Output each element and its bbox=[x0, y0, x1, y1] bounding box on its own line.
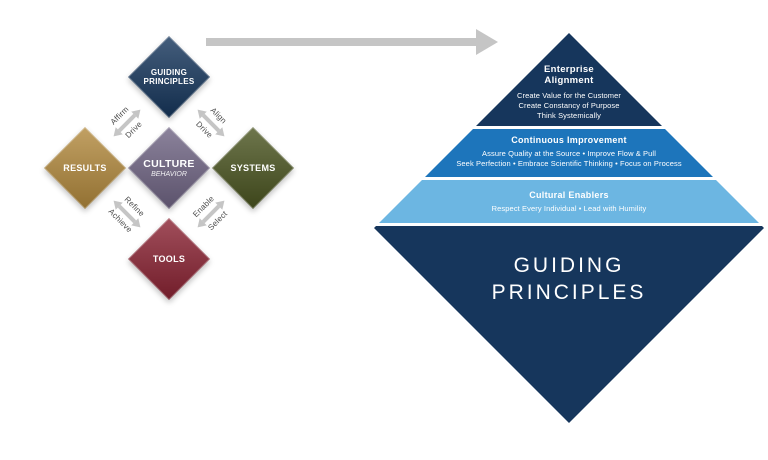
tier-line: Create Constancy of Purpose bbox=[518, 100, 620, 110]
tier-line: Create Value for the Customer bbox=[516, 90, 622, 100]
tier-line: Assure Quality at the Source • Improve F… bbox=[482, 148, 656, 158]
tier-line: Seek Perfection • Embrace Scientific Thi… bbox=[456, 158, 682, 168]
diamond-label: RESULTS bbox=[63, 162, 107, 173]
diamond-culture: CULTURE BEHAVIOR bbox=[127, 126, 211, 210]
diamond-results: RESULTS bbox=[43, 126, 127, 210]
diamond-guiding-principles: GUIDING PRINCIPLES bbox=[127, 35, 211, 119]
tier-title: Enterprise Alignment bbox=[544, 64, 594, 87]
flow-right-arrow-icon bbox=[206, 28, 498, 56]
diamond-label: TOOLS bbox=[152, 253, 186, 264]
diamond-systems: SYSTEMS bbox=[211, 126, 295, 210]
diamond-label: CULTURE bbox=[143, 157, 195, 170]
tier-guiding-principles: GUIDING PRINCIPLES bbox=[374, 226, 764, 423]
guiding-principles-diamond: Enterprise Alignment Create Value for th… bbox=[374, 33, 764, 423]
diamond-label: SYSTEMS bbox=[230, 162, 276, 173]
diamond-label: GUIDING PRINCIPLES bbox=[143, 67, 195, 86]
tier-continuous-improvement: Continuous Improvement Assure Quality at… bbox=[374, 129, 764, 177]
tier-title: Continuous Improvement bbox=[511, 135, 627, 145]
tier-line: Respect Every Individual • Lead with Hum… bbox=[491, 203, 647, 213]
diamond-tools: TOOLS bbox=[127, 217, 211, 301]
tier-title: GUIDING PRINCIPLES bbox=[491, 254, 647, 305]
diamond-sublabel: BEHAVIOR bbox=[151, 171, 187, 179]
tier-cultural-enablers: Cultural Enablers Respect Every Individu… bbox=[374, 180, 764, 223]
tier-line: Think Systemically bbox=[537, 111, 601, 121]
tier-title: Cultural Enablers bbox=[529, 190, 609, 200]
